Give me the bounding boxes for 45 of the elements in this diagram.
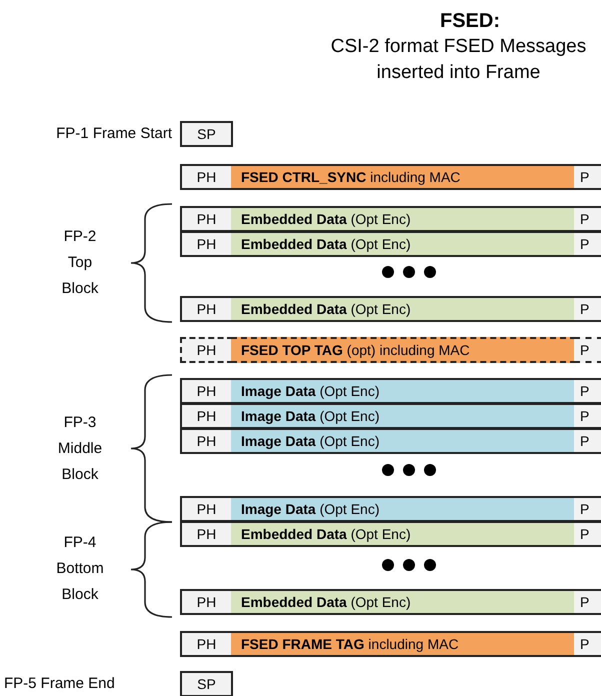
frame-part-label: FP-1 Frame Start bbox=[55, 124, 172, 144]
packet-header-field: PH bbox=[180, 428, 233, 454]
frame-part-label: FP-5 Frame End bbox=[3, 674, 116, 694]
payload-field: Embedded Data (Opt Enc) bbox=[231, 589, 576, 615]
packet-header-field: PH bbox=[180, 631, 233, 657]
packet-footer-field: P bbox=[574, 164, 601, 190]
packet-footer-field: P bbox=[574, 521, 601, 547]
packet-header-field: PH bbox=[180, 378, 233, 404]
packet-footer-field: P bbox=[574, 631, 601, 657]
diagram-subtitle: CSI-2 format FSED Messages inserted into Frame bbox=[330, 35, 588, 85]
packet-footer-field: P bbox=[574, 296, 601, 322]
packet-footer-field: P bbox=[574, 403, 601, 429]
packet-footer-field: P bbox=[574, 428, 601, 454]
diagram-title: FSED: bbox=[439, 9, 501, 34]
packet-footer-field: P bbox=[574, 589, 601, 615]
packet-header-field: PH bbox=[180, 296, 233, 322]
frame-part-label: FP-3 Middle Block bbox=[56, 413, 104, 485]
packet-header-field: PH bbox=[180, 589, 233, 615]
payload-field: FSED FRAME TAG including MAC bbox=[231, 631, 576, 657]
payload-field: Image Data (Opt Enc) bbox=[231, 428, 576, 454]
packet-footer-field: P bbox=[574, 206, 601, 232]
packet-header-field: PH bbox=[180, 231, 233, 257]
packet-footer-field: P bbox=[574, 378, 601, 404]
frame-part-label: FP-4 Bottom Block bbox=[55, 533, 105, 605]
payload-field: Embedded Data (Opt Enc) bbox=[231, 521, 576, 547]
packet-footer-field: P bbox=[574, 231, 601, 257]
short-packet-field: SP bbox=[180, 671, 233, 696]
packet-header-field: PH bbox=[180, 337, 233, 363]
payload-field: Image Data (Opt Enc) bbox=[231, 378, 576, 404]
packet-footer-field: P bbox=[574, 496, 601, 522]
payload-field: Embedded Data (Opt Enc) bbox=[231, 206, 576, 232]
short-packet-field: SP bbox=[180, 121, 233, 147]
payload-field: Embedded Data (Opt Enc) bbox=[231, 231, 576, 257]
packet-header-field: PH bbox=[180, 403, 233, 429]
packet-footer-field: P bbox=[574, 337, 601, 363]
payload-field: Embedded Data (Opt Enc) bbox=[231, 296, 576, 322]
payload-field: Image Data (Opt Enc) bbox=[231, 496, 576, 522]
frame-part-label: FP-2 Top Block bbox=[60, 227, 100, 299]
packet-header-field: PH bbox=[180, 164, 233, 190]
payload-field: FSED CTRL_SYNC including MAC bbox=[231, 164, 576, 190]
payload-field: Image Data (Opt Enc) bbox=[231, 403, 576, 429]
packet-header-field: PH bbox=[180, 496, 233, 522]
packet-header-field: PH bbox=[180, 206, 233, 232]
payload-field: FSED TOP TAG (opt) including MAC bbox=[231, 337, 576, 363]
packet-header-field: PH bbox=[180, 521, 233, 547]
